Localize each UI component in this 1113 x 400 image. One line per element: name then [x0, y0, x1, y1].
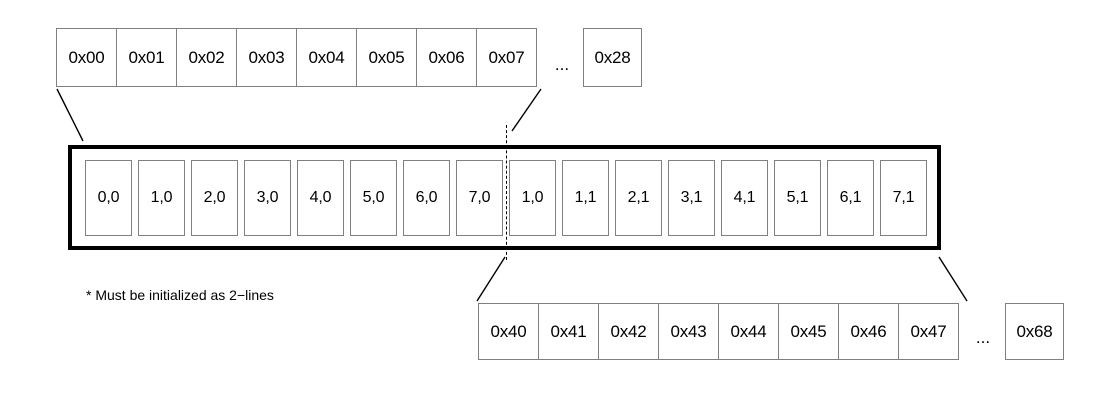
buffer-cell: 1,0 — [509, 160, 556, 236]
address-cell: 0x44 — [718, 303, 779, 360]
buffer-cell: 6,1 — [827, 160, 874, 236]
connector-bottom-left — [476, 256, 506, 302]
buffer-cell: 6,0 — [403, 160, 450, 236]
connector-top-left — [56, 88, 84, 142]
buffer-cell: 3,1 — [668, 160, 715, 236]
address-cell: 0x02 — [176, 28, 237, 87]
address-cell: 0x00 — [56, 28, 117, 87]
address-cell: 0x07 — [476, 28, 537, 87]
address-cell: 0x45 — [778, 303, 839, 360]
line-split-divider — [506, 125, 507, 260]
bottom-address-row: 0x40 0x41 0x42 0x43 0x44 0x45 0x46 0x47 — [478, 303, 959, 360]
address-cell: 0x05 — [356, 28, 417, 87]
address-cell: 0x06 — [416, 28, 477, 87]
address-cell: 0x47 — [898, 303, 959, 360]
buffer-cell: 1,1 — [562, 160, 609, 236]
buffer-cell: 1,0 — [138, 160, 185, 236]
buffer-cell: 2,0 — [191, 160, 238, 236]
bottom-row-ellipsis: ... — [975, 328, 991, 347]
buffer-cell: 7,0 — [456, 160, 503, 236]
buffer-cell: 0,0 — [85, 160, 132, 236]
buffer-cell: 7,1 — [880, 160, 927, 236]
bottom-row-last-address: 0x68 — [1005, 303, 1064, 360]
connector-top-right — [511, 88, 542, 132]
top-address-row: 0x00 0x01 0x02 0x03 0x04 0x05 0x06 0x07 — [56, 28, 537, 87]
address-cell: 0x43 — [658, 303, 719, 360]
initialization-note: * Must be initialized as 2−lines — [86, 287, 274, 303]
connector-bottom-right — [938, 256, 968, 302]
top-row-ellipsis: ... — [554, 55, 570, 74]
address-cell: 0x04 — [296, 28, 357, 87]
buffer-cell: 3,0 — [244, 160, 291, 236]
address-cell: 0x42 — [598, 303, 659, 360]
address-cell: 0x03 — [236, 28, 297, 87]
top-row-last-address: 0x28 — [583, 28, 642, 87]
buffer-cell: 4,1 — [721, 160, 768, 236]
address-cell: 0x01 — [116, 28, 177, 87]
buffer-cell: 4,0 — [297, 160, 344, 236]
buffer-cell: 5,1 — [774, 160, 821, 236]
address-cell: 0x41 — [538, 303, 599, 360]
two-line-buffer-cells: 0,0 1,0 2,0 3,0 4,0 5,0 6,0 7,0 1,0 1,1 … — [85, 160, 927, 236]
address-cell: 0x46 — [838, 303, 899, 360]
address-cell: 0x40 — [478, 303, 539, 360]
buffer-cell: 2,1 — [615, 160, 662, 236]
buffer-cell: 5,0 — [350, 160, 397, 236]
